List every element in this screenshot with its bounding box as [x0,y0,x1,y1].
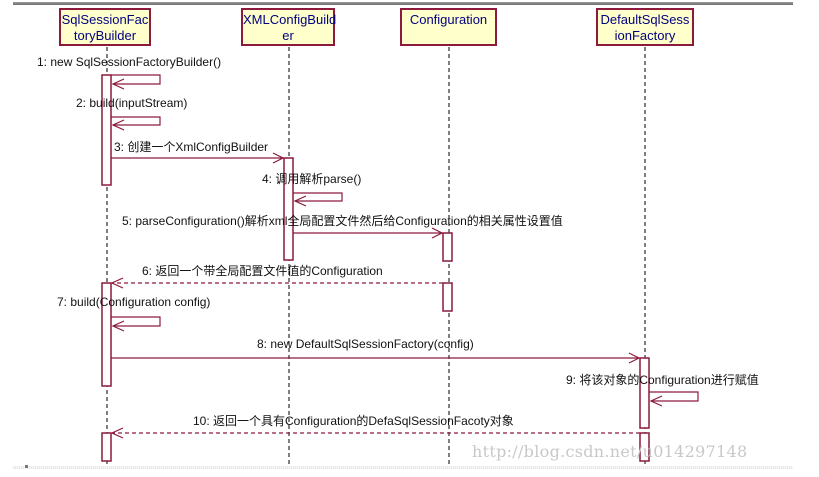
message-2-arrowhead [111,119,125,131]
message-4-label: 4: 调用解析parse() [262,172,362,186]
lifeline-header-configuration[interactable]: Configuration [400,8,497,46]
message-6-arrowhead [110,277,124,289]
activation-ssfb-1 [101,74,112,186]
message-4-arrow [293,192,343,202]
lifeline-header-sqlsessionfactorybuilder[interactable]: SqlSessionFac toryBuilder [59,8,151,46]
activation-cfg-1 [442,232,453,262]
message-10-arrowhead [110,427,124,439]
message-7-label: 7: build(Configuration config) [57,295,211,309]
activation-ssfb-3 [101,432,112,462]
message-4-arrowhead [293,195,307,207]
message-8-arrowhead [628,352,641,364]
message-9-label: 9: 将该对象的Configuration进行赋值 [566,373,759,387]
message-6-label: 6: 返回一个带全局配置文件值的Configuration [142,264,383,278]
message-8-label: 8: new DefaultSqlSessionFactory(config) [257,337,474,351]
lifeline-name-line1: SqlSessionFac [61,12,149,27]
message-1-arrow [111,74,161,85]
lifeline-name-line2: ionFactory [614,28,676,43]
activation-cfg-2 [442,282,453,312]
message-2-arrow [111,116,161,126]
lifeline-header-xmlconfigbuilder[interactable]: XMLConfigBuild er [241,8,337,46]
message-5-arrowhead [431,227,444,239]
message-9-arrowhead [649,395,663,407]
message-2-label: 2: build(inputStream) [76,96,188,110]
lifeline-header-defaultsqlsessionfactory[interactable]: DefaultSqlSess ionFactory [596,8,694,46]
lifeline-name-line1: DefaultSqlSess [600,12,690,27]
message-10-label: 10: 返回一个具有Configuration的DefaSqlSessionFa… [193,414,514,428]
bottom-border-tick [25,465,28,468]
message-1-arrowhead [111,78,125,90]
activation-dssf-1 [639,357,650,429]
message-9-arrow [649,391,699,402]
lifeline-name-line2: er [282,28,294,43]
message-3-arrowhead [272,152,285,164]
bottom-border [13,466,793,469]
top-border [13,2,793,5]
message-3-label: 3: 创建一个XmlConfigBuilder [114,140,269,154]
activation-dssf-2 [639,432,650,462]
activation-ssfb-2 [101,282,112,387]
message-7-arrow [111,316,161,327]
watermark-url: http://blog.csdn.net/u014297148 [472,442,748,461]
message-1-label: 1: new SqlSessionFactoryBuilder() [37,55,222,69]
activation-xcb-1 [283,157,294,261]
message-7-arrowhead [111,320,125,332]
lifeline-name-line1: Configuration [409,12,488,27]
message-5-label: 5: parseConfiguration()解析xml全局配置文件然后给Con… [122,214,563,228]
lifeline-name-line2: toryBuilder [73,28,137,43]
lifeline-name-line1: XMLConfigBuild [243,12,337,27]
